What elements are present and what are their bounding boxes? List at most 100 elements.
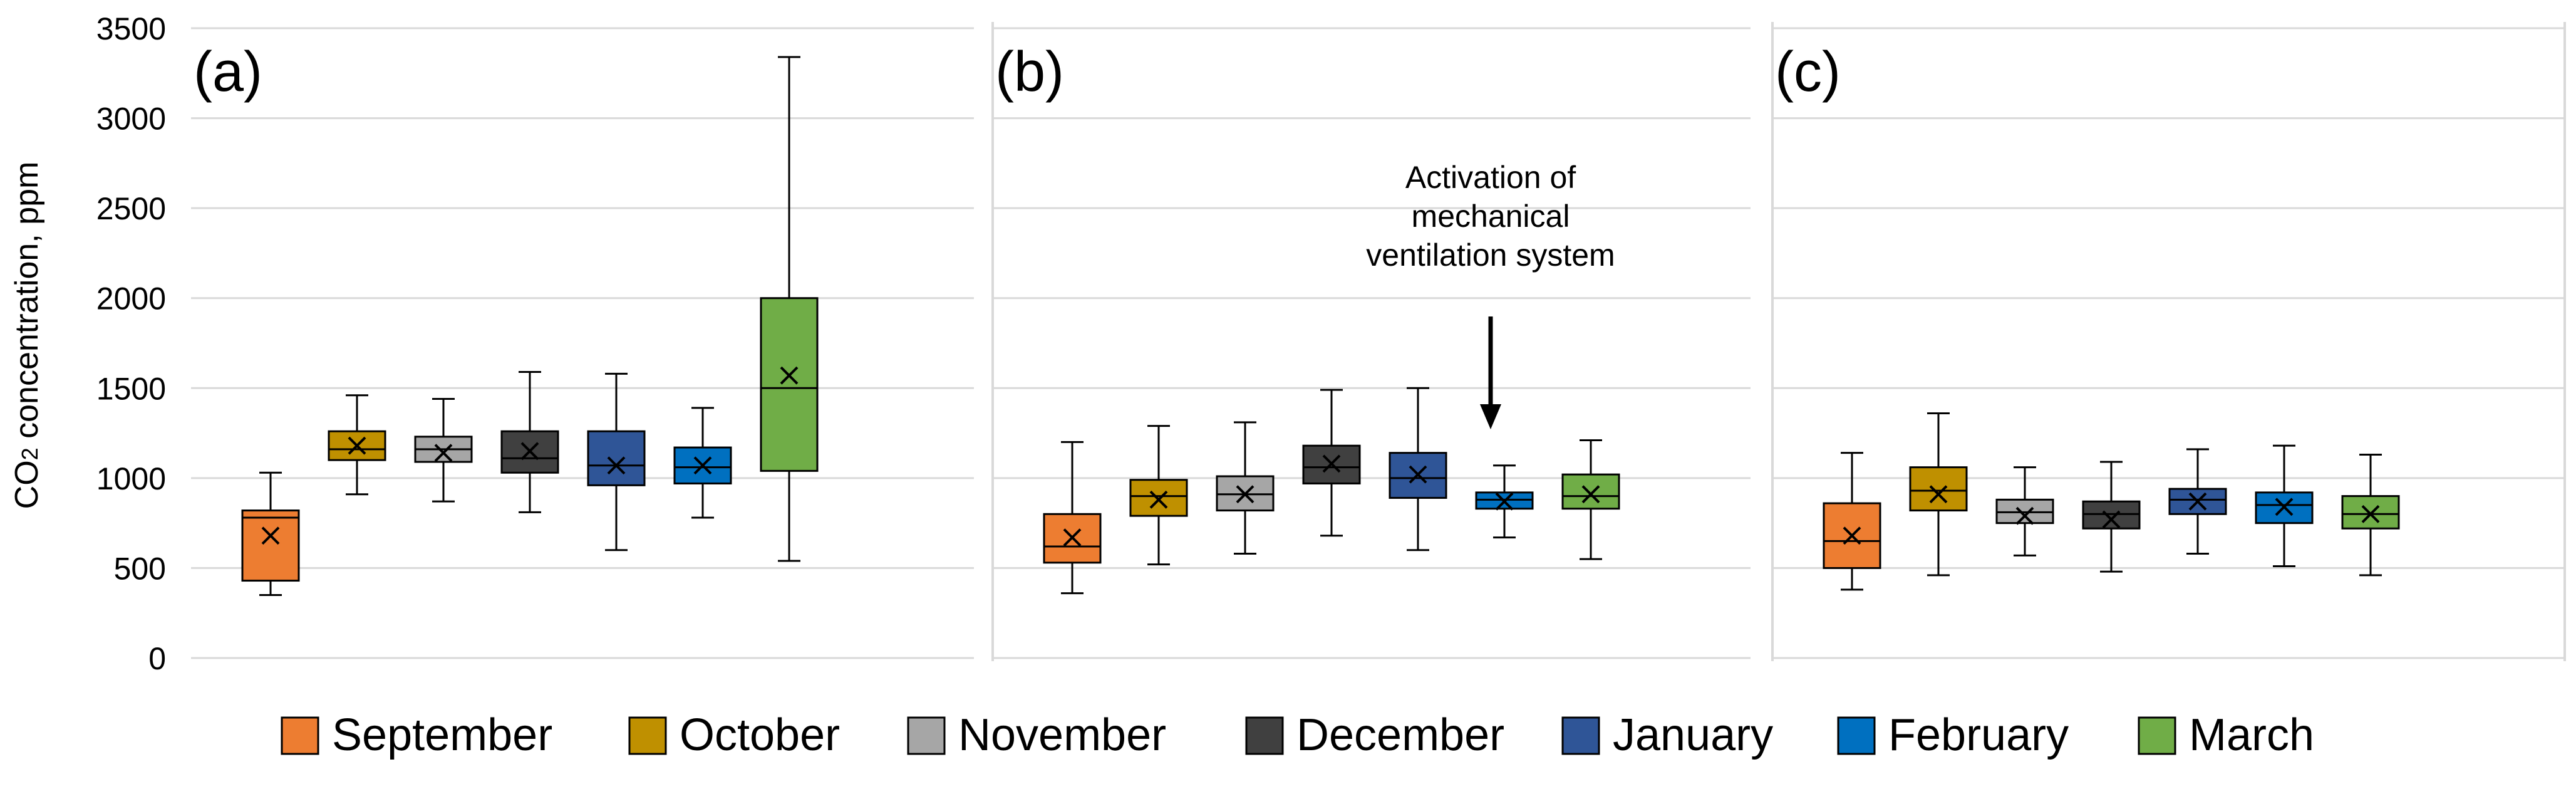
box-iqr: [1129, 479, 1188, 517]
panel-label: (c): [1775, 41, 1841, 103]
legend-item-october: October: [628, 710, 840, 760]
mean-marker: [1063, 528, 1082, 547]
box-december: [2082, 461, 2141, 573]
legend-label: November: [958, 710, 1166, 760]
panel-2: (b) Activation of mechanical ventilation sy…: [991, 22, 1751, 661]
box-february: [673, 407, 732, 519]
box-february: [1475, 464, 1534, 539]
y-axis-title-subscript: 2: [17, 447, 43, 460]
panel-label: (a): [194, 41, 262, 103]
y-axis-title-text: CO2 concentration, ppm: [9, 162, 45, 509]
legend-item-november: November: [907, 710, 1166, 760]
legend-item-december: December: [1245, 710, 1504, 760]
y-tick-label: 3500: [96, 11, 166, 46]
box-march: [2341, 454, 2400, 577]
panel-1: (a): [191, 27, 974, 659]
mean-marker: [1843, 526, 1861, 545]
y-axis-title-suffix: concentration, ppm: [9, 162, 45, 448]
legend-item-january: January: [1561, 710, 1773, 760]
legend: September October November December January F…: [281, 710, 2314, 760]
legend-item-february: February: [1837, 710, 2069, 760]
y-axis-title: CO2 concentration, ppm: [9, 162, 45, 509]
y-tick-label: 3000: [96, 102, 166, 137]
mean-marker: [434, 444, 453, 462]
legend-label: March: [2189, 710, 2314, 760]
box-iqr: [760, 297, 819, 472]
mean-marker: [607, 456, 626, 475]
mean-marker: [2015, 506, 2034, 525]
legend-swatch: [281, 716, 319, 755]
mean-marker: [1409, 465, 1427, 484]
box-iqr: [241, 509, 300, 582]
box-iqr: [2341, 495, 2400, 530]
box-november: [1216, 421, 1275, 555]
mean-marker: [2275, 498, 2294, 516]
mean-marker: [1149, 490, 1168, 509]
box-iqr: [1561, 473, 1620, 510]
y-tick-labels: 0 500 1000 1500 2000 2500 3000 3500: [96, 11, 166, 676]
box-march: [1561, 439, 1620, 560]
box-january: [2168, 448, 2227, 555]
mean-marker: [2188, 492, 2207, 511]
legend-swatch: [1837, 716, 1876, 755]
box-march: [760, 56, 819, 562]
legend-label: September: [332, 710, 552, 760]
legend-item-september: September: [281, 710, 552, 760]
y-tick-label: 1000: [96, 461, 166, 496]
mean-marker: [1236, 485, 1254, 504]
legend-item-march: March: [2138, 710, 2314, 760]
box-december: [500, 370, 559, 513]
legend-swatch: [907, 716, 946, 755]
box-november: [1995, 466, 2054, 556]
annotation-text: ventilation system: [1366, 238, 1615, 273]
y-tick-label: 1500: [96, 371, 166, 406]
mean-marker: [1322, 454, 1341, 473]
box-october: [1909, 412, 1968, 577]
mean-marker: [520, 442, 539, 461]
annotation-text: mechanical: [1412, 199, 1570, 234]
legend-label: February: [1888, 710, 2069, 760]
panel-3: (c): [1771, 22, 2566, 661]
y-tick-label: 0: [148, 641, 166, 676]
annotation: Activation of mechanical ventilation syste…: [1366, 160, 1615, 429]
mean-marker: [780, 366, 799, 385]
legend-label: January: [1613, 710, 1773, 760]
y-tick-label: 2500: [96, 191, 166, 226]
box-february: [2255, 444, 2314, 568]
panel-label: (b): [995, 41, 1064, 103]
y-tick-label: 2000: [96, 281, 166, 316]
annotation-arrow-head: [1480, 404, 1501, 429]
legend-label: December: [1296, 710, 1504, 760]
legend-swatch: [1245, 716, 1284, 755]
mean-marker: [261, 526, 280, 545]
box-december: [1302, 389, 1361, 537]
box-november: [414, 398, 473, 503]
mean-marker: [2361, 504, 2380, 523]
box-january: [1389, 387, 1447, 551]
legend-swatch: [1561, 716, 1600, 755]
annotation-text: Activation of: [1405, 160, 1576, 195]
mean-marker: [348, 436, 366, 455]
box-october: [328, 394, 386, 496]
box-september: [1043, 441, 1102, 595]
legend-label: October: [680, 710, 840, 760]
box-january: [587, 372, 646, 551]
panels: (a) (b) Activation of mechanical ventilation…: [191, 22, 2566, 661]
box-iqr: [1909, 466, 1968, 512]
mean-marker: [1929, 485, 1948, 504]
mean-marker: [693, 456, 712, 475]
box-iqr: [673, 446, 732, 484]
box-october: [1129, 425, 1188, 566]
box-september: [241, 471, 300, 596]
legend-swatch: [628, 716, 667, 755]
mean-marker: [1581, 485, 1600, 504]
y-tick-label: 500: [114, 551, 166, 586]
legend-swatch: [2138, 716, 2176, 755]
box-iqr: [587, 430, 646, 486]
mean-marker: [1495, 492, 1514, 511]
box-september: [1823, 452, 1881, 591]
mean-marker: [2102, 510, 2121, 529]
y-axis-title-prefix: CO: [9, 460, 45, 509]
